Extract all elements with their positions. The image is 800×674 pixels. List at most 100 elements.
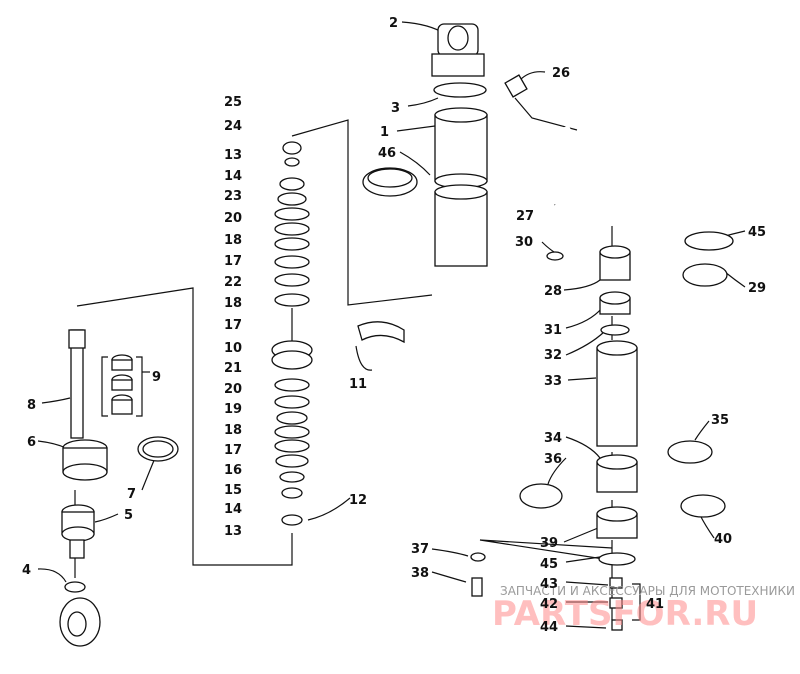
body-1 <box>434 114 488 182</box>
bushing-9b-body <box>111 379 133 391</box>
label-13b: 13 <box>224 524 242 539</box>
valve-shim-stack <box>271 141 405 526</box>
watermark: ЗАПЧАСТИ И АКСЕССУАРЫ ДЛЯ МОТОТЕХНИКИ PA… <box>492 584 795 634</box>
label-37: 37 <box>411 542 429 557</box>
label-15: 15 <box>224 483 242 498</box>
label-28: 28 <box>544 284 562 299</box>
shim-19 <box>276 411 308 425</box>
top-eye-hole <box>447 25 469 51</box>
spacer-5-bottom <box>61 526 95 542</box>
shim-21 <box>274 378 310 392</box>
label-36: 36 <box>544 452 562 467</box>
nut-4 <box>64 581 86 593</box>
shim-20b <box>274 395 310 409</box>
label-14b: 14 <box>224 502 242 517</box>
shim-17c <box>274 439 310 453</box>
watermark-text: ЗАПЧАСТИ И АКСЕССУАРЫ ДЛЯ МОТОТЕХНИКИ <box>500 584 795 598</box>
shim-15 <box>279 471 305 483</box>
label-39: 39 <box>540 536 558 551</box>
label-44: 44 <box>540 620 558 635</box>
band-36 <box>519 483 563 509</box>
label-42: 42 <box>540 597 558 612</box>
label-40: 40 <box>714 532 732 547</box>
shim-17 <box>274 237 310 251</box>
body-cap <box>431 53 485 77</box>
label-30: 30 <box>515 235 533 250</box>
valve-42 <box>609 597 623 609</box>
label-21: 21 <box>224 361 242 376</box>
wiper-29 <box>682 263 728 287</box>
label-32: 32 <box>544 348 562 363</box>
reservoir-assembly <box>470 231 734 631</box>
reservoir-hose <box>511 125 615 227</box>
label-12: 12 <box>349 493 367 508</box>
piston-band-11 <box>357 321 405 344</box>
body-1-lower <box>434 191 488 267</box>
label-20a: 20 <box>224 211 242 226</box>
label-41: 41 <box>646 597 664 612</box>
bushing-9c-body <box>111 399 133 415</box>
end-cap-39-top <box>596 506 638 522</box>
reservoir-cap-28-top <box>599 245 631 259</box>
spring-collar-46-inner <box>367 168 413 188</box>
label-26: 26 <box>552 66 570 81</box>
o-ring-32 <box>600 324 630 336</box>
seal-ring-7-inner <box>142 440 174 458</box>
valve-cap-44 <box>611 619 623 631</box>
label-14a: 14 <box>224 169 242 184</box>
shim-23 <box>277 192 307 206</box>
shim-20 <box>274 207 310 221</box>
label-45a: 45 <box>748 225 766 240</box>
label-27: 27 <box>516 209 534 224</box>
label-33: 33 <box>544 374 562 389</box>
label-8: 8 <box>27 398 36 413</box>
label-18c: 18 <box>224 423 242 438</box>
washer-14b <box>281 487 303 499</box>
label-22: 22 <box>224 275 242 290</box>
label-35: 35 <box>711 413 729 428</box>
shim-18 <box>274 222 310 236</box>
label-11: 11 <box>349 377 367 392</box>
bumper-lower <box>62 463 108 481</box>
label-45b: 45 <box>540 557 558 572</box>
shim-18c <box>274 425 310 439</box>
label-19: 19 <box>224 402 242 417</box>
valve-43 <box>609 577 623 589</box>
fitting-26 <box>504 74 528 98</box>
rod-stud <box>69 539 85 559</box>
screw-38 <box>471 577 483 597</box>
label-20b: 20 <box>224 382 242 397</box>
body-1-lower-top <box>434 184 488 200</box>
o-ring-30 <box>546 251 564 261</box>
shim-22 <box>274 255 310 269</box>
shock-rod-assembly <box>59 329 179 647</box>
label-31: 31 <box>544 323 562 338</box>
washer-13b <box>281 514 303 526</box>
body-1-top <box>434 107 488 123</box>
label-16: 16 <box>224 463 242 478</box>
label-3: 3 <box>391 101 400 116</box>
washer-37 <box>470 552 486 562</box>
rod-thread-end <box>68 329 86 349</box>
piston-34-top <box>596 454 638 470</box>
label-34: 34 <box>544 431 562 446</box>
label-23: 23 <box>224 189 242 204</box>
reservoir-tube-33-top <box>596 340 638 356</box>
label-17b: 17 <box>224 318 242 333</box>
label-17a: 17 <box>224 254 242 269</box>
label-10: 10 <box>224 341 242 356</box>
label-1: 1 <box>380 125 389 140</box>
label-25: 25 <box>224 95 242 110</box>
shock-body-upper <box>362 23 528 267</box>
label-24: 24 <box>224 119 242 134</box>
o-ring-3 <box>433 82 487 98</box>
label-18a: 18 <box>224 233 242 248</box>
piston-10-lower <box>271 350 313 370</box>
label-17c: 17 <box>224 443 242 458</box>
seal-40 <box>680 494 726 518</box>
label-18b: 18 <box>224 296 242 311</box>
label-6: 6 <box>27 435 36 450</box>
label-2: 2 <box>389 16 398 31</box>
label-5: 5 <box>124 508 133 523</box>
